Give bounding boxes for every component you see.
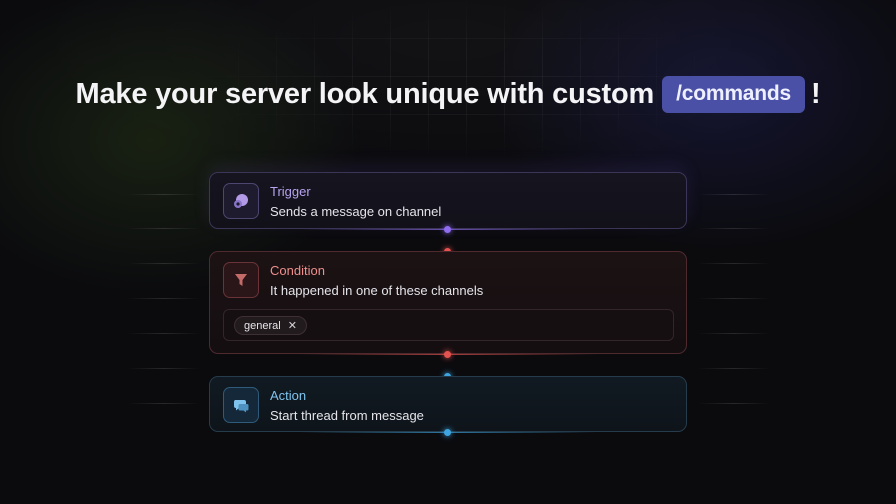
connector-dot-trigger	[444, 226, 451, 233]
channel-chip: general ✕	[234, 316, 307, 335]
filter-funnel-icon	[223, 262, 259, 298]
chat-bubble-icon	[223, 183, 259, 219]
channel-chip-label: general	[244, 319, 281, 332]
headline-suffix: !	[811, 78, 821, 110]
headline-text: Make your server look unique with custom	[75, 78, 655, 110]
connector-dot-action-bottom	[444, 429, 451, 436]
trigger-description: Sends a message on channel	[270, 204, 442, 219]
headline: Make your server look unique with custom…	[0, 76, 896, 113]
commands-pill: /commands	[662, 76, 806, 113]
thread-bubbles-icon	[223, 387, 259, 423]
trigger-card[interactable]: Trigger Sends a message on channel	[209, 172, 687, 229]
action-description: Start thread from message	[270, 408, 424, 423]
condition-title: Condition	[270, 263, 325, 278]
action-card[interactable]: Action Start thread from message	[209, 376, 687, 432]
remove-channel-button[interactable]: ✕	[287, 320, 297, 332]
trigger-title: Trigger	[270, 184, 311, 199]
decorative-lines-left	[128, 190, 200, 410]
connector-dot-condition-bottom	[444, 351, 451, 358]
decorative-lines-right	[698, 190, 770, 410]
condition-description: It happened in one of these channels	[270, 283, 484, 298]
channel-select-field[interactable]: general ✕	[223, 309, 674, 341]
action-title: Action	[270, 388, 307, 403]
condition-card[interactable]: Condition It happened in one of these ch…	[209, 251, 687, 354]
